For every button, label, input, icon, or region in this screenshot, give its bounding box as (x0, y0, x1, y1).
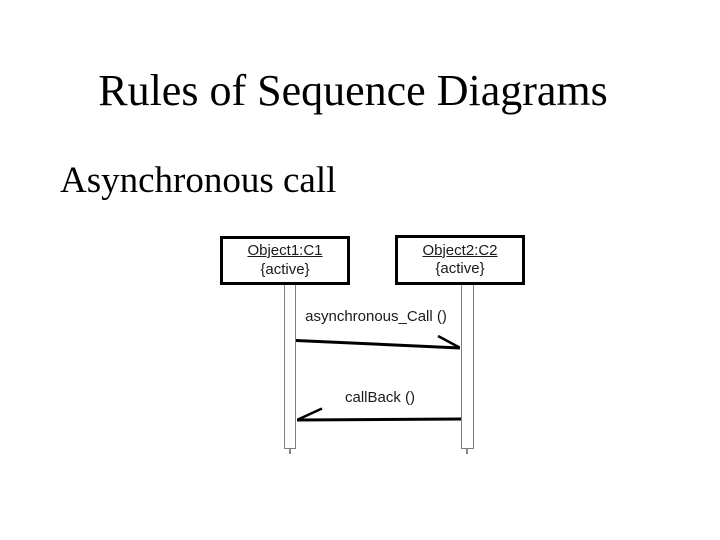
slide-subtitle: Asynchronous call (60, 160, 337, 201)
slide-title: Rules of Sequence Diagrams (98, 66, 608, 115)
async-call-message-label: asynchronous_Call () (305, 308, 447, 325)
object2-name: Object2:C2 (422, 241, 498, 259)
lifeline-stub-object2 (466, 449, 468, 454)
lifeline-stub-object1 (289, 449, 291, 454)
activation-bar-object1 (284, 285, 296, 449)
object2-box: Object2:C2 {active} (395, 235, 525, 285)
object1-name: Object1:C1 (247, 242, 323, 259)
object2-state: {active} (435, 260, 485, 277)
callback-message-label: callBack () (344, 389, 416, 406)
async-call-arrow (295, 334, 461, 350)
callback-arrow (296, 407, 462, 422)
activation-bar-object2 (461, 285, 474, 449)
object1-state: {active} (260, 260, 310, 278)
object1-box: Object1:C1 {active} (220, 236, 350, 285)
